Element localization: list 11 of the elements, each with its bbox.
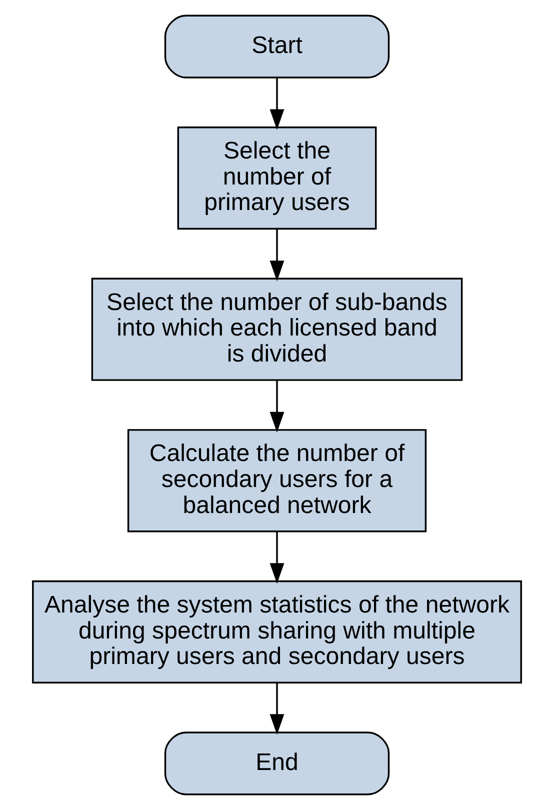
arrow	[269, 229, 284, 282]
node-box: Calculate the number of secondary users for a balanced network	[126, 429, 426, 532]
arrow	[269, 380, 284, 433]
arrow	[269, 682, 284, 735]
node-box: Select the number of primary users	[176, 126, 376, 230]
node-box: Select the number of sub-bands into which each licensed band is divided	[90, 278, 462, 381]
node-box: Start	[164, 14, 390, 78]
node-box: Analyse the system statistics of the network during spectrum sharing with multiple primary users and secondary users	[32, 580, 522, 684]
node-box: End	[164, 732, 390, 796]
arrow	[269, 78, 284, 130]
arrow	[269, 532, 284, 584]
